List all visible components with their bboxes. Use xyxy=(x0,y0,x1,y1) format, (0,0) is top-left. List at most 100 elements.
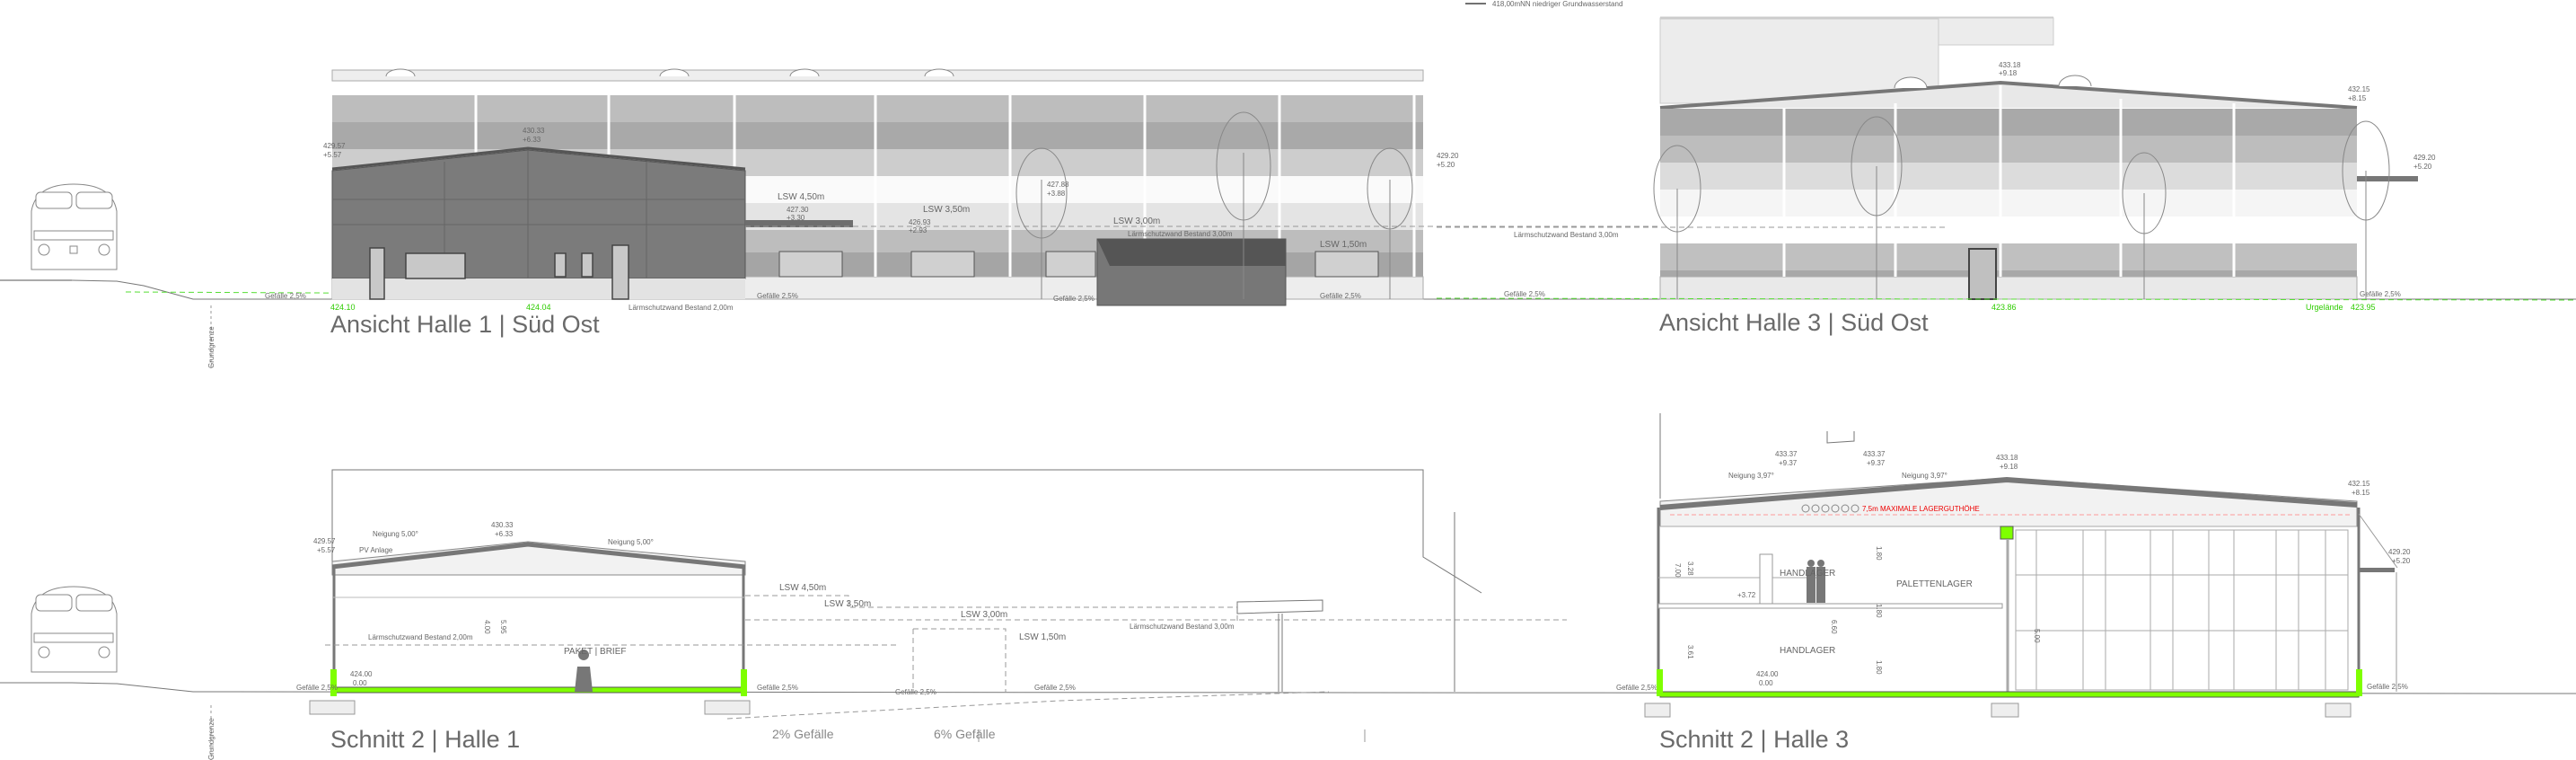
svg-text:6.60: 6.60 xyxy=(1830,620,1838,634)
svg-text:+9.37: +9.37 xyxy=(1779,459,1798,467)
svg-text:Neigung 5,00°: Neigung 5,00° xyxy=(608,538,654,546)
svg-text:+9.18: +9.18 xyxy=(2000,463,2018,471)
svg-text:LSW 3,50m: LSW 3,50m xyxy=(824,599,871,609)
svg-text:429.20: 429.20 xyxy=(1437,152,1459,160)
svg-text:424.00: 424.00 xyxy=(350,670,373,678)
svg-text:6% Gefälle: 6% Gefälle xyxy=(934,727,996,741)
svg-text:PAKET | BRIEF: PAKET | BRIEF xyxy=(564,647,626,657)
svg-text:Lärmschutzwand Bestand 3,00m: Lärmschutzwand Bestand 3,00m xyxy=(1514,231,1619,239)
svg-text:3.28: 3.28 xyxy=(1686,561,1694,576)
svg-text:426.93: 426.93 xyxy=(909,218,931,226)
svg-text:+3.72: +3.72 xyxy=(1737,591,1756,599)
svg-text:Lärmschutzwand Bestand 3,00m: Lärmschutzwand Bestand 3,00m xyxy=(1130,623,1235,631)
svg-text:Gefälle 2,5%: Gefälle 2,5% xyxy=(1616,684,1657,692)
train-icon xyxy=(31,586,118,673)
svg-text:PALETTENLAGER: PALETTENLAGER xyxy=(1896,579,1973,589)
svg-text:+9.18: +9.18 xyxy=(1999,69,2018,77)
svg-text:Gefälle 2,5%: Gefälle 2,5% xyxy=(2367,683,2408,691)
svg-text:LSW 3,50m: LSW 3,50m xyxy=(923,205,970,215)
svg-text:429.20: 429.20 xyxy=(2388,548,2411,556)
svg-text:LSW 1,50m: LSW 1,50m xyxy=(1019,632,1066,642)
property-line-label: Grundgrenze xyxy=(207,326,215,368)
svg-text:5.95: 5.95 xyxy=(499,620,507,634)
svg-text:+9.37: +9.37 xyxy=(1867,459,1886,467)
svg-text:429.57: 429.57 xyxy=(323,142,346,150)
svg-text:LSW 3,00m: LSW 3,00m xyxy=(1113,217,1160,226)
svg-text:Gefälle 2,5%: Gefälle 2,5% xyxy=(757,292,798,300)
svg-text:+2.93: +2.93 xyxy=(909,226,928,234)
svg-text:Neigung 3,97°: Neigung 3,97° xyxy=(1728,472,1774,480)
svg-text:Gefälle 2,5%: Gefälle 2,5% xyxy=(757,684,798,692)
elevation-halle-1: Grundgrenze xyxy=(0,68,2576,368)
tree-icon xyxy=(1653,116,2390,299)
svg-text:0.00: 0.00 xyxy=(353,679,367,687)
svg-text:LSW 4,50m: LSW 4,50m xyxy=(778,192,824,202)
tree-icon xyxy=(1015,111,1413,299)
svg-text:+6.33: +6.33 xyxy=(523,136,541,144)
section-halle-1: Grundgrenze 429.57 +5.57 430.33 +6.33 Ne… xyxy=(0,469,2576,760)
svg-text:+8.15: +8.15 xyxy=(2348,94,2367,102)
svg-text:427.30: 427.30 xyxy=(787,206,809,214)
elevation-halle-3-title: Ansicht Halle 3 | Süd Ost xyxy=(1659,309,1929,336)
svg-text:Lärmschutzwand Bestand 3,00m: Lärmschutzwand Bestand 3,00m xyxy=(1128,230,1233,238)
svg-text:+5.20: +5.20 xyxy=(2413,163,2432,171)
train-icon xyxy=(0,183,118,281)
svg-text:Neigung 5,00°: Neigung 5,00° xyxy=(373,530,418,538)
svg-text:4.00: 4.00 xyxy=(483,620,491,634)
svg-text:423.95: 423.95 xyxy=(2351,303,2376,312)
svg-text:433.37: 433.37 xyxy=(1775,450,1798,458)
elevation-halle-1-title: Ansicht Halle 1 | Süd Ost xyxy=(330,311,600,338)
svg-text:PV Anlage: PV Anlage xyxy=(359,546,393,554)
svg-text:1.80: 1.80 xyxy=(1875,660,1883,675)
section-halle-1-title: Schnitt 2 | Halle 1 xyxy=(330,726,520,753)
svg-text:Gefälle 2,5%: Gefälle 2,5% xyxy=(296,684,338,692)
svg-text:HANDLAGER: HANDLAGER xyxy=(1780,646,1835,656)
svg-text:3.61: 3.61 xyxy=(1686,645,1694,659)
svg-text:433.18: 433.18 xyxy=(1999,61,2021,69)
svg-text:432.15: 432.15 xyxy=(2348,85,2370,93)
svg-text:0.00: 0.00 xyxy=(1759,679,1773,687)
svg-text:Lärmschutzwand Bestand 2,00m: Lärmschutzwand Bestand 2,00m xyxy=(629,304,734,312)
svg-text:Gefälle 2,5%: Gefälle 2,5% xyxy=(1053,295,1095,303)
svg-text:430.33: 430.33 xyxy=(491,521,514,529)
svg-text:Gefälle 2,5%: Gefälle 2,5% xyxy=(1034,684,1076,692)
svg-text:1.80: 1.80 xyxy=(1875,546,1883,561)
svg-text:Gefälle 2,5%: Gefälle 2,5% xyxy=(265,292,306,300)
svg-text:424.00: 424.00 xyxy=(1756,670,1779,678)
svg-text:Gefälle 2,5%: Gefälle 2,5% xyxy=(1504,290,1545,298)
svg-text:+6.33: +6.33 xyxy=(495,530,514,538)
svg-text:424.04: 424.04 xyxy=(526,303,551,312)
svg-text:LSW 1,50m: LSW 1,50m xyxy=(1320,240,1367,250)
pallet-racks xyxy=(2015,529,2349,691)
svg-text:+5.57: +5.57 xyxy=(323,151,342,159)
svg-text:430.33: 430.33 xyxy=(523,127,545,135)
svg-text:Neigung 3,97°: Neigung 3,97° xyxy=(1902,472,1947,480)
svg-text:429.57: 429.57 xyxy=(313,537,336,545)
svg-text:Grundgrenze: Grundgrenze xyxy=(207,718,215,760)
svg-text:Lärmschutzwand Bestand 2,00m: Lärmschutzwand Bestand 2,00m xyxy=(368,633,473,641)
legend-groundwater: 418,00mNN niedriger Grundwasserstand xyxy=(1492,0,1622,8)
section-halle-3: 7,5m MAXIMALE LAGERGUTHÖHE 433.18 +9.18 … xyxy=(1644,413,2411,753)
legend: 418,00mNN niedriger Grundwasserstand xyxy=(1465,0,1622,8)
svg-text:+8.15: +8.15 xyxy=(2352,489,2370,497)
svg-text:424.10: 424.10 xyxy=(330,303,356,312)
svg-text:+5.20: +5.20 xyxy=(2392,557,2411,565)
svg-text:LSW 4,50m: LSW 4,50m xyxy=(779,583,826,593)
svg-text:433.18: 433.18 xyxy=(1996,454,2018,462)
svg-text:HANDLAGER: HANDLAGER xyxy=(1780,569,1835,579)
svg-text:+5.20: +5.20 xyxy=(1437,161,1455,169)
svg-text:7,5m MAXIMALE LAGERGUTHÖHE: 7,5m MAXIMALE LAGERGUTHÖHE xyxy=(1862,505,1980,513)
svg-text:Gefälle 2,5%: Gefälle 2,5% xyxy=(895,688,936,696)
svg-text:+5.57: +5.57 xyxy=(317,546,336,554)
people-silhouette xyxy=(1807,560,1825,603)
svg-text:Gefälle 2,5%: Gefälle 2,5% xyxy=(2360,290,2401,298)
door xyxy=(1968,248,1997,300)
elevation-halle-3: Lärmschutzwand Bestand 3,00m 433.18 +9.1… xyxy=(1436,16,2576,336)
svg-text:2% Gefälle: 2% Gefälle xyxy=(772,727,834,741)
svg-text:Urgelände: Urgelände xyxy=(2306,303,2343,312)
svg-text:7.00: 7.00 xyxy=(1674,563,1682,578)
svg-text:429.20: 429.20 xyxy=(2413,154,2436,162)
section-halle-3-title: Schnitt 2 | Halle 3 xyxy=(1659,726,1849,753)
person-silhouette xyxy=(575,650,593,692)
